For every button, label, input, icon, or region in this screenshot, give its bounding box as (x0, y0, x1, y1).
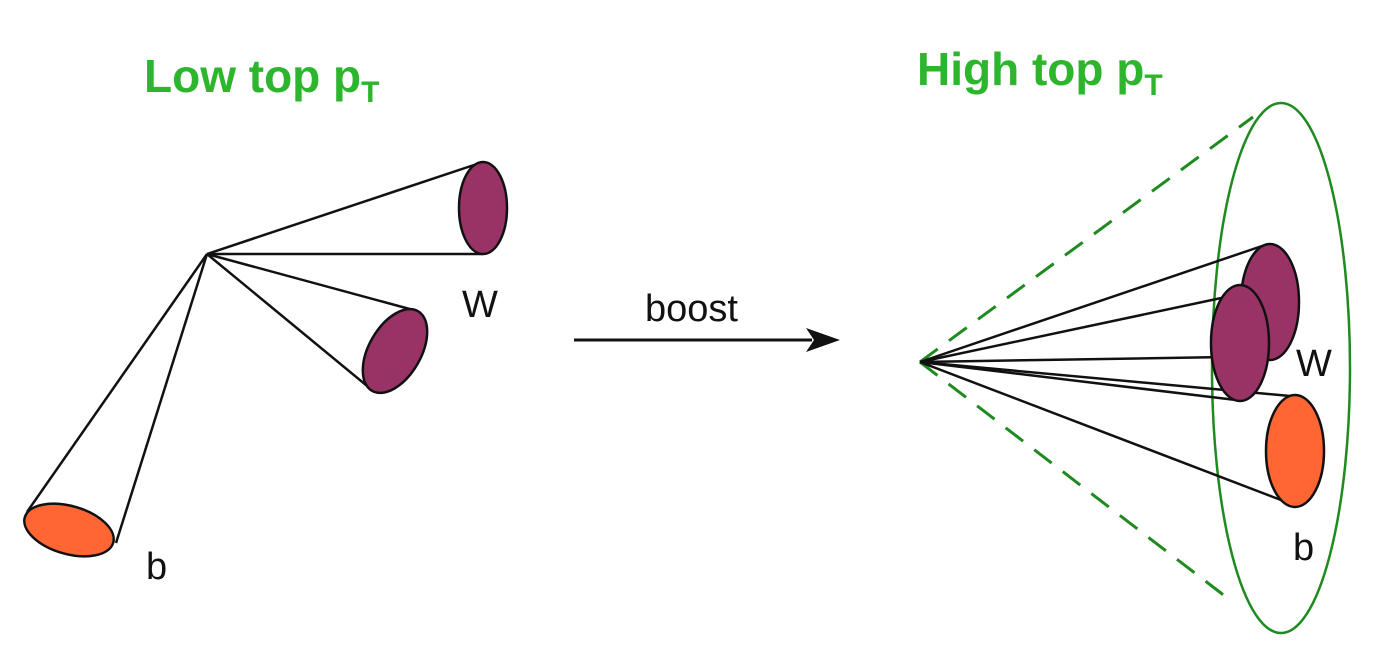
cone-edge-line (25, 253, 209, 513)
w-jet-ellipse (361, 307, 429, 395)
arrow-head-icon (806, 328, 840, 352)
cone-edge-line (919, 360, 1237, 402)
cone-edge-line (919, 295, 1227, 364)
low-pt-w-label: W (462, 284, 498, 326)
low-pt-w-jet-1 (206, 160, 509, 256)
cone-edge-line (206, 252, 418, 313)
b-subjet-ellipse (1264, 393, 1326, 509)
cone-edge-line (114, 253, 209, 544)
low-pt-w-jet-2 (206, 252, 429, 395)
boost-arrow: boost (574, 288, 840, 352)
cone-edge-line (206, 253, 373, 391)
low-pt-b-jet (23, 253, 209, 558)
cone-edge-line (206, 160, 484, 256)
low-pt-panel: Low top pT W b (23, 50, 509, 588)
cone-edge-line (919, 355, 1227, 364)
fat-jet-ellipse (1210, 101, 1352, 635)
low-pt-b-label: b (146, 546, 167, 588)
cone-edge-line (919, 360, 1295, 507)
high-pt-title: High top pT (917, 43, 1163, 102)
fat-jet-cone-edge (919, 115, 1254, 364)
low-pt-title-subscript: T (361, 76, 379, 109)
high-pt-w-label: W (1296, 343, 1332, 385)
high-pt-b-label: b (1293, 527, 1314, 569)
cone-edge-line (919, 242, 1269, 364)
w-subjet-ellipse (1209, 283, 1271, 403)
high-pt-title-subscript: T (1144, 69, 1162, 102)
high-pt-title-main: High top p (917, 43, 1144, 95)
fat-jet-cone-edge (919, 360, 1231, 602)
low-pt-title-main: Low top p (144, 50, 361, 102)
b-jet-ellipse (23, 502, 115, 558)
boost-label: boost (645, 288, 738, 330)
w-jet-ellipse (457, 160, 509, 256)
high-pt-panel: High top pT W b (917, 43, 1352, 635)
low-pt-title: Low top pT (144, 50, 379, 109)
